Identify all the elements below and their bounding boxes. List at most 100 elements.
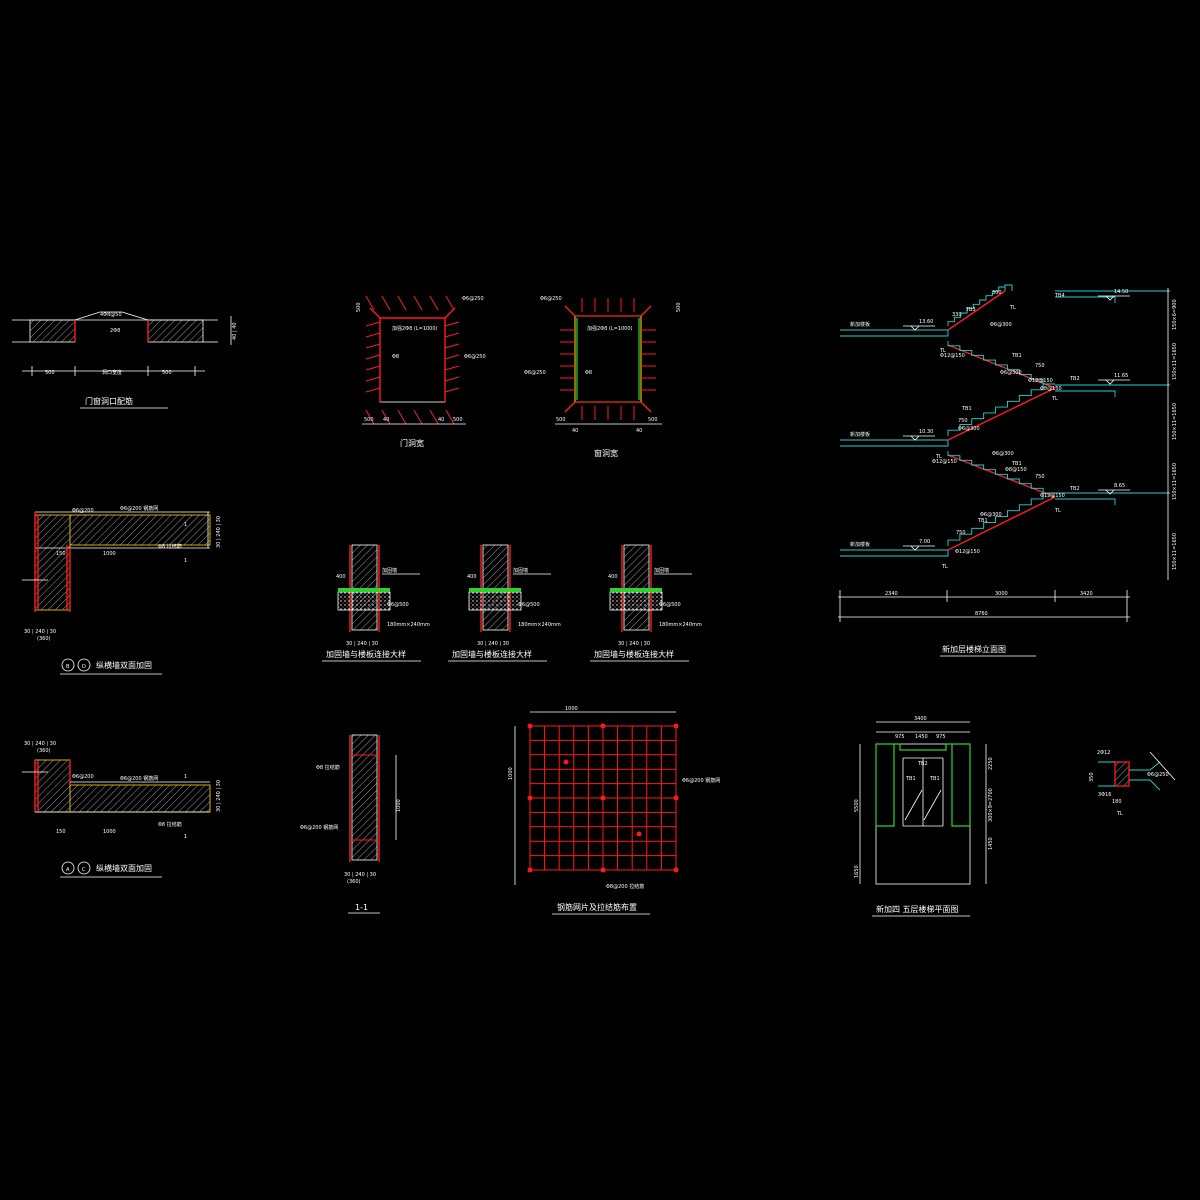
stair-bdim-3: 3420: [1080, 591, 1093, 597]
rebar-tick: [381, 409, 391, 425]
stair-label: 330: [952, 312, 962, 318]
elevation-value: 13.60: [919, 319, 933, 325]
s11-dims-bottom: 30 | 240 | 30: [344, 872, 376, 878]
stair-label: 750: [956, 530, 966, 536]
rebar-tick: [365, 295, 375, 311]
stair-elevation: 13.6014.5011.6510.308.657.00TB3330300TLT…: [838, 284, 1178, 657]
elevation-value: 11.65: [1114, 373, 1128, 379]
sp-label-tb1b: TB1: [929, 776, 940, 782]
stair-rdim-4: 150×11=1650: [1172, 463, 1178, 500]
ac-mark-bottom: 1: [184, 834, 187, 840]
bd-dim-right: 30 | 240 | 30: [216, 516, 222, 548]
sp-rdim-1: 2250: [988, 757, 994, 770]
tl-bar-right: Φ6@250: [1147, 772, 1169, 778]
stair-label: TB1: [977, 518, 988, 524]
ac-axis-2: C: [82, 867, 86, 873]
mesh-layout: 1000 1000 Φ6@200 钢筋网 Φ8@200 拉结筋 钢筋网片及拉结筋…: [508, 706, 720, 915]
stair-plan: 3400 975 1450 975 TB2 TB1 TB1 2250 300×9…: [854, 716, 994, 917]
caption-wall-floor-1: 加固墙与楼板连接大样: [326, 649, 406, 659]
rebar-tick: [445, 409, 455, 425]
tl-label: TL: [1116, 811, 1123, 817]
s11-bar-top: Φ8 拉结筋: [316, 764, 340, 771]
stair-label: Φ6@300: [992, 451, 1014, 457]
floor-slab: [468, 591, 522, 611]
door-bar-top: 4Φ8@50: [100, 312, 122, 318]
slab-label: 新加楼板: [850, 431, 870, 438]
rebar-tick: [365, 387, 381, 393]
sp-dim-top-3: 975: [936, 734, 946, 740]
stair-bdim-2: 3000: [995, 591, 1008, 597]
tie-bar: [636, 831, 642, 837]
tl-bar-bottom: 3Φ16: [1098, 792, 1111, 798]
stair-slab: [947, 344, 1056, 389]
tie-bar: [673, 795, 679, 801]
door-open-bar-mid: Φ8: [392, 354, 399, 360]
rebar-tick: [365, 332, 381, 338]
elevation-mark: [1105, 379, 1115, 385]
stair-label: Φ12@150: [940, 353, 965, 359]
caption-ac-section: 纵横墙双面加固: [96, 863, 152, 873]
door-open-dim-b1: 500: [364, 417, 374, 423]
slab-top: [338, 588, 390, 592]
stair-label: Φ6@300: [980, 512, 1002, 518]
slab-top: [469, 588, 521, 592]
wall-note: 180mm×240mm: [387, 622, 430, 628]
slab-top: [610, 588, 662, 592]
rebar-tick: [444, 354, 460, 360]
win-bar-left: Φ6@250: [524, 370, 546, 376]
door-dim-right: 500: [162, 370, 172, 376]
ac-mark-top: 1: [184, 774, 187, 780]
elevation-value: 8.65: [1114, 483, 1125, 489]
stair-label: TL: [1009, 305, 1016, 311]
elevation-value: 7.00: [919, 539, 930, 545]
wall-hatch: [482, 544, 509, 631]
stair-label: TL: [935, 454, 942, 460]
rebar-tick: [413, 295, 423, 311]
caption-door-reinforce: 门窗洞口配筋: [85, 396, 133, 406]
stair-label: TL: [939, 348, 946, 354]
stair-label: TB2: [1069, 486, 1080, 492]
caption-stair-elevation: 新加层楼梯立面图: [942, 644, 1006, 654]
stair-label: Φ12@150: [1028, 378, 1053, 384]
tie-bar: [673, 867, 679, 873]
floor-slab: [609, 591, 663, 611]
rebar-tick: [365, 376, 381, 382]
sp-dim-top-2: 1450: [915, 734, 928, 740]
slab-label: 新加楼板: [850, 541, 870, 548]
ac-axis-1: A: [66, 867, 70, 873]
elevation-value: 14.50: [1114, 289, 1128, 295]
tl-bar-top: 2Φ12: [1097, 750, 1110, 756]
stair-label: Φ6@300: [1000, 370, 1022, 376]
stair-steps: [947, 286, 1005, 326]
rebar-tick: [429, 295, 439, 311]
rebar-tick: [444, 387, 460, 393]
tie-bar: [673, 723, 679, 729]
bd-mark-top: 1: [184, 522, 187, 528]
bd-axis-2: D: [82, 664, 86, 670]
win-bar-tl: Φ6@250: [540, 296, 562, 302]
stair-total-dim: 8760: [975, 611, 988, 617]
rebar-tick: [365, 365, 381, 371]
stair-label: TB3: [965, 307, 976, 313]
section-1-1: Φ8 拉结筋 Φ6@200 钢筋网 1000 30 | 240 | 30 (36…: [300, 734, 402, 914]
wall-note: 180mm×240mm: [518, 622, 561, 628]
stair-label: TB4: [1054, 293, 1065, 299]
bd-bar-c: Φ8 拉结筋: [158, 543, 182, 550]
stair-label: 750: [1035, 474, 1045, 480]
bd-dim-bottom2: (360): [37, 636, 50, 642]
stair-label: Φ8@150: [1040, 386, 1062, 392]
elevation-mark: [910, 435, 920, 441]
stair-steps: [947, 451, 1055, 494]
win-dim-top: 500: [676, 302, 682, 312]
door-open-dim-b2: 40: [383, 417, 389, 423]
tie-bar: [527, 867, 533, 873]
win-dim-b1: 500: [556, 417, 566, 423]
ac-bar-b: Φ6@200 钢筋网: [120, 775, 158, 782]
bd-bar-a: Φ6@200: [72, 508, 94, 514]
rebar-tick: [444, 365, 460, 371]
rebar-tick: [444, 332, 460, 338]
wall-d400: 400: [467, 574, 477, 580]
wall-hatch: [351, 544, 378, 631]
caption-wall-floor-3: 加固墙与楼板连接大样: [594, 649, 674, 659]
